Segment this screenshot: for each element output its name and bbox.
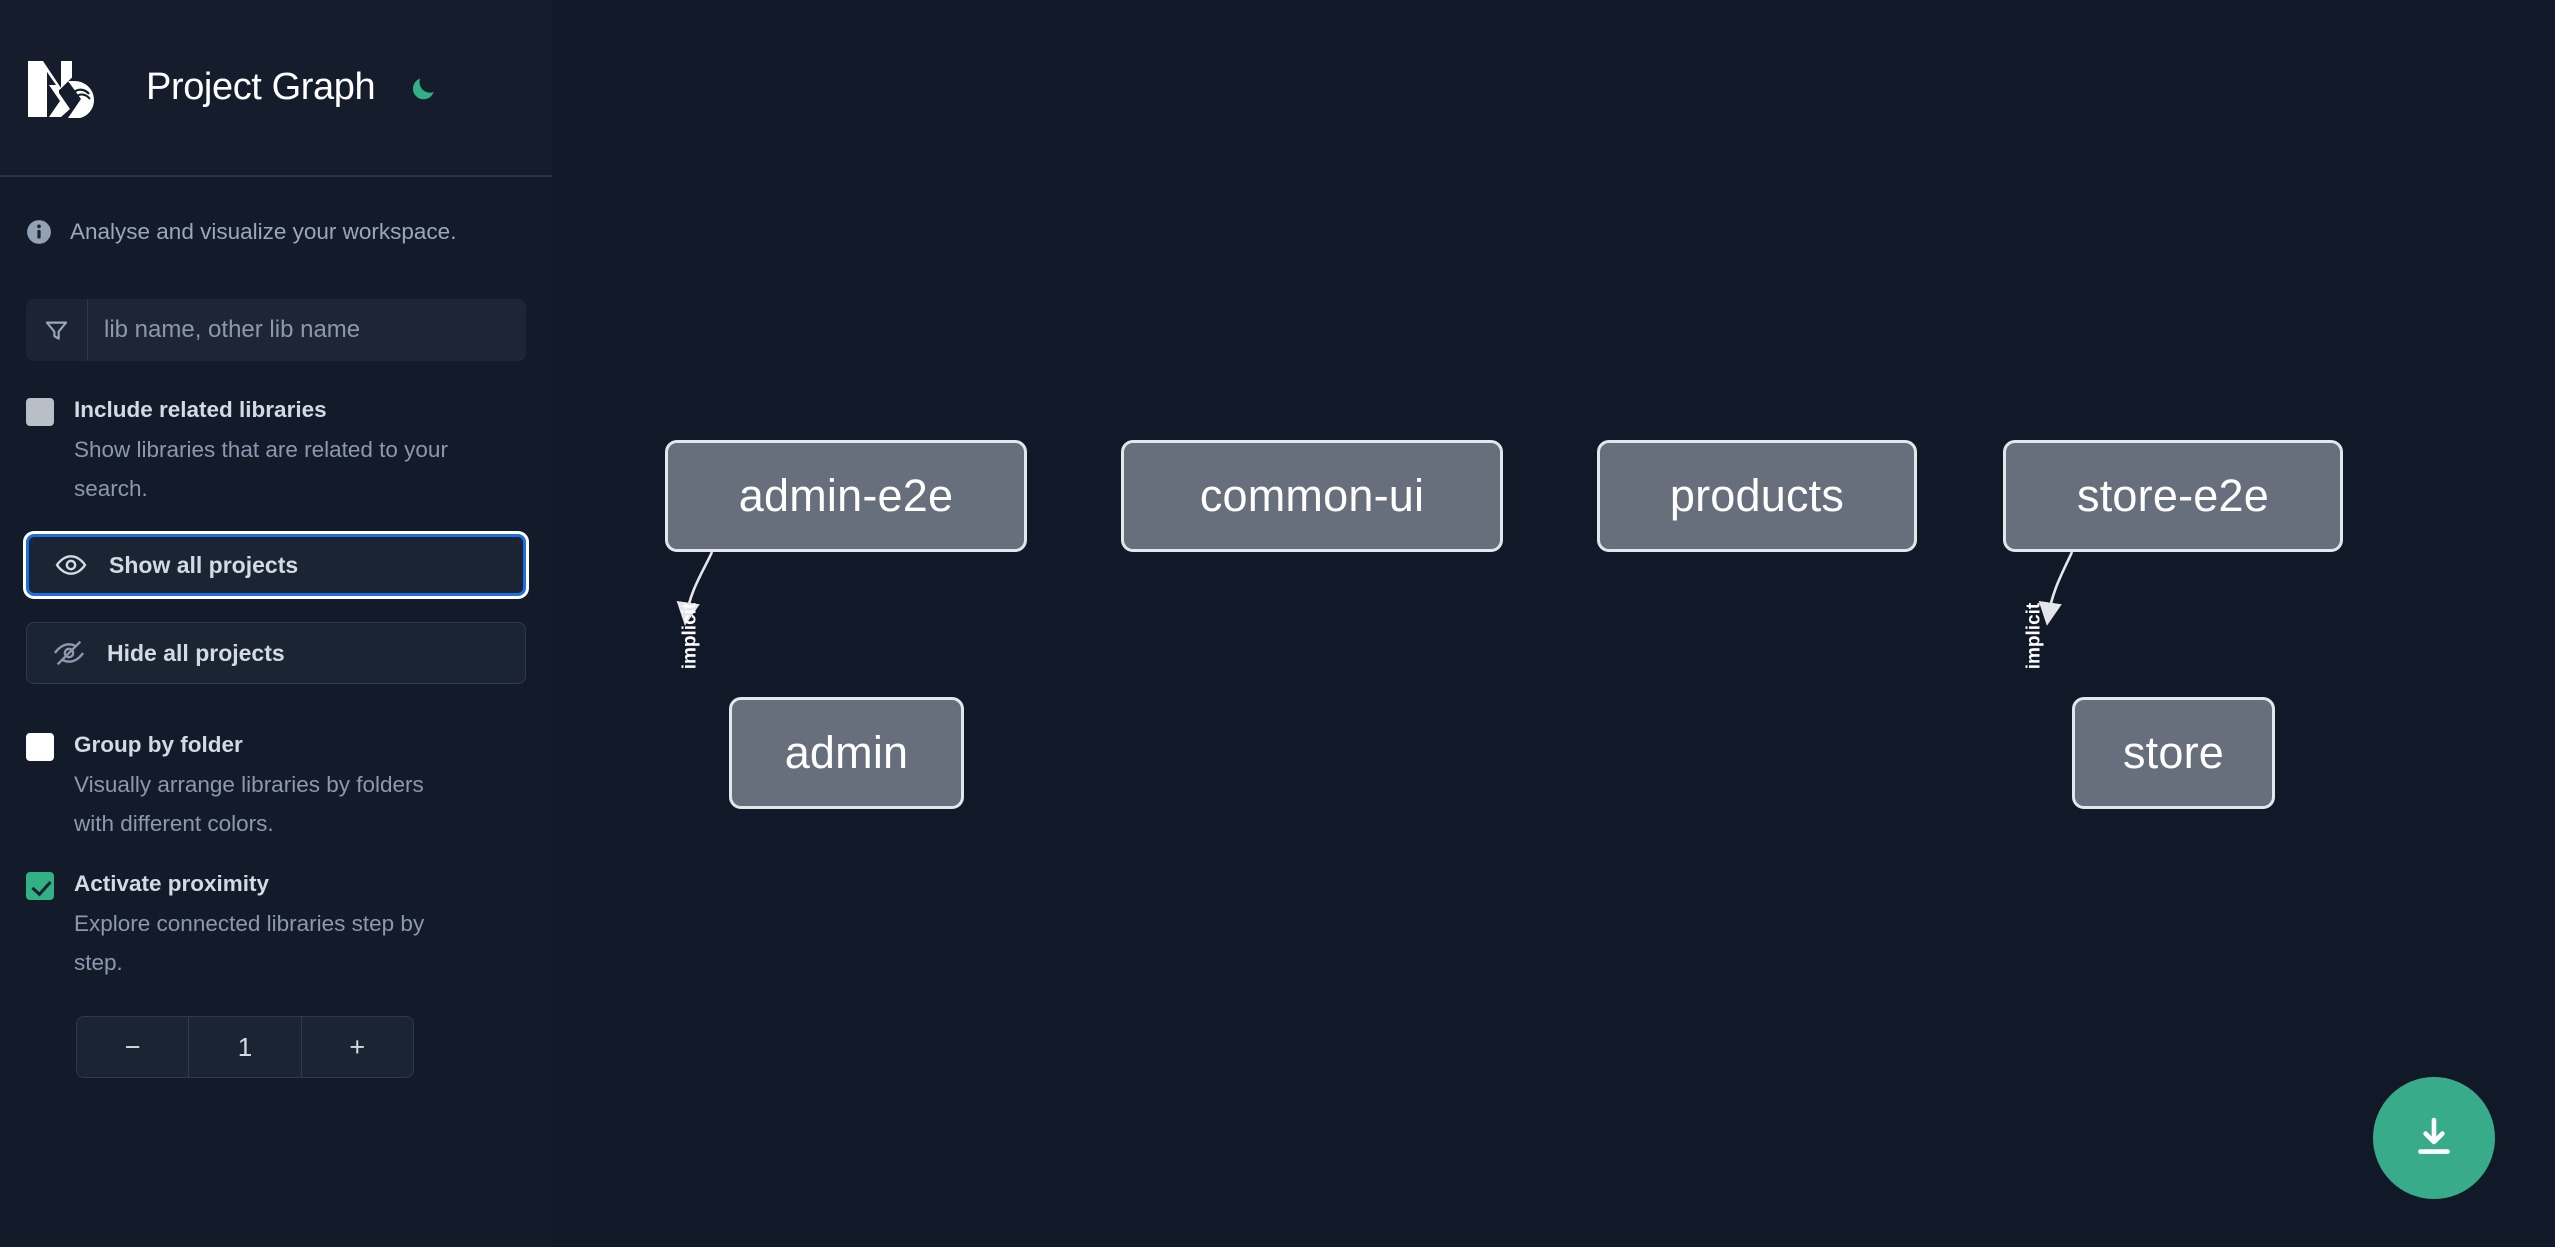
- show-all-projects-button[interactable]: Show all projects: [26, 534, 526, 596]
- search-input[interactable]: [88, 299, 526, 361]
- graph-edges: [676, 551, 2074, 626]
- hide-all-projects-label: Hide all projects: [107, 639, 285, 666]
- include-related-libraries-checkbox[interactable]: [26, 398, 54, 426]
- sidebar-header: Project Graph: [0, 0, 552, 177]
- graph-edge-label-store: implicit: [2023, 602, 2045, 670]
- nx-logo-icon: [26, 57, 110, 119]
- download-icon: [2410, 1113, 2458, 1164]
- group-by-folder-checkbox[interactable]: [26, 733, 54, 761]
- workspace-info: Analyse and visualize your workspace.: [26, 177, 526, 247]
- show-all-projects-label: Show all projects: [109, 551, 299, 578]
- graph-node-label: common-ui: [1199, 470, 1425, 521]
- eye-off-icon: [53, 637, 85, 669]
- activate-proximity-description: Explore connected libraries step by step…: [74, 911, 425, 975]
- sidebar: Project Graph Analyse and visualize your…: [0, 0, 552, 1247]
- graph-node-label: products: [1669, 470, 1845, 521]
- graph-edge-label-admin: implicit: [679, 602, 701, 670]
- filter-icon: [26, 299, 88, 361]
- graph-node-common-ui[interactable]: common-ui: [1121, 440, 1503, 552]
- include-related-libraries-label: Include related libraries: [74, 397, 327, 422]
- option-group-by-folder: Group by folder Visually arrange librari…: [26, 730, 526, 843]
- activate-proximity-label: Activate proximity: [74, 871, 270, 896]
- page-title: Project Graph: [146, 66, 376, 108]
- graph-node-admin[interactable]: admin: [729, 697, 964, 809]
- graph-node-store[interactable]: store: [2072, 697, 2275, 809]
- hide-all-projects-button[interactable]: Hide all projects: [26, 622, 526, 684]
- graph-node-label: store: [2122, 727, 2225, 778]
- eye-icon: [55, 549, 87, 581]
- graph-node-label: admin-e2e: [738, 470, 954, 521]
- proximity-stepper: − 1 +: [76, 1016, 414, 1078]
- graph-node-label: store-e2e: [2077, 470, 2269, 521]
- workspace-info-text: Analyse and visualize your workspace.: [70, 219, 457, 244]
- download-button[interactable]: [2373, 1077, 2495, 1199]
- option-activate-proximity: Activate proximity Explore connected lib…: [26, 869, 526, 982]
- proximity-decrement-button[interactable]: −: [77, 1017, 189, 1077]
- graph-node-products[interactable]: products: [1597, 440, 1917, 552]
- proximity-value: 1: [188, 1017, 301, 1077]
- proximity-increment-button[interactable]: +: [300, 1017, 413, 1077]
- graph-node-label: admin: [784, 727, 909, 778]
- option-include-related-libraries: Include related libraries Show libraries…: [26, 395, 526, 508]
- moon-icon[interactable]: [405, 70, 441, 106]
- graph-canvas[interactable]: admin-e2e common-ui products store-e2e a…: [552, 0, 2555, 1247]
- graph-node-store-e2e[interactable]: store-e2e: [2003, 440, 2343, 552]
- graph-node-admin-e2e[interactable]: admin-e2e: [665, 440, 1027, 552]
- activate-proximity-checkbox[interactable]: [26, 872, 54, 900]
- filter-field[interactable]: [26, 299, 526, 361]
- sidebar-body: Analyse and visualize your workspace. In…: [0, 177, 552, 1078]
- info-icon: [26, 219, 52, 245]
- include-related-libraries-description: Show libraries that are related to your …: [74, 437, 448, 501]
- group-by-folder-label: Group by folder: [74, 732, 243, 757]
- group-by-folder-description: Visually arrange libraries by folders wi…: [74, 772, 424, 836]
